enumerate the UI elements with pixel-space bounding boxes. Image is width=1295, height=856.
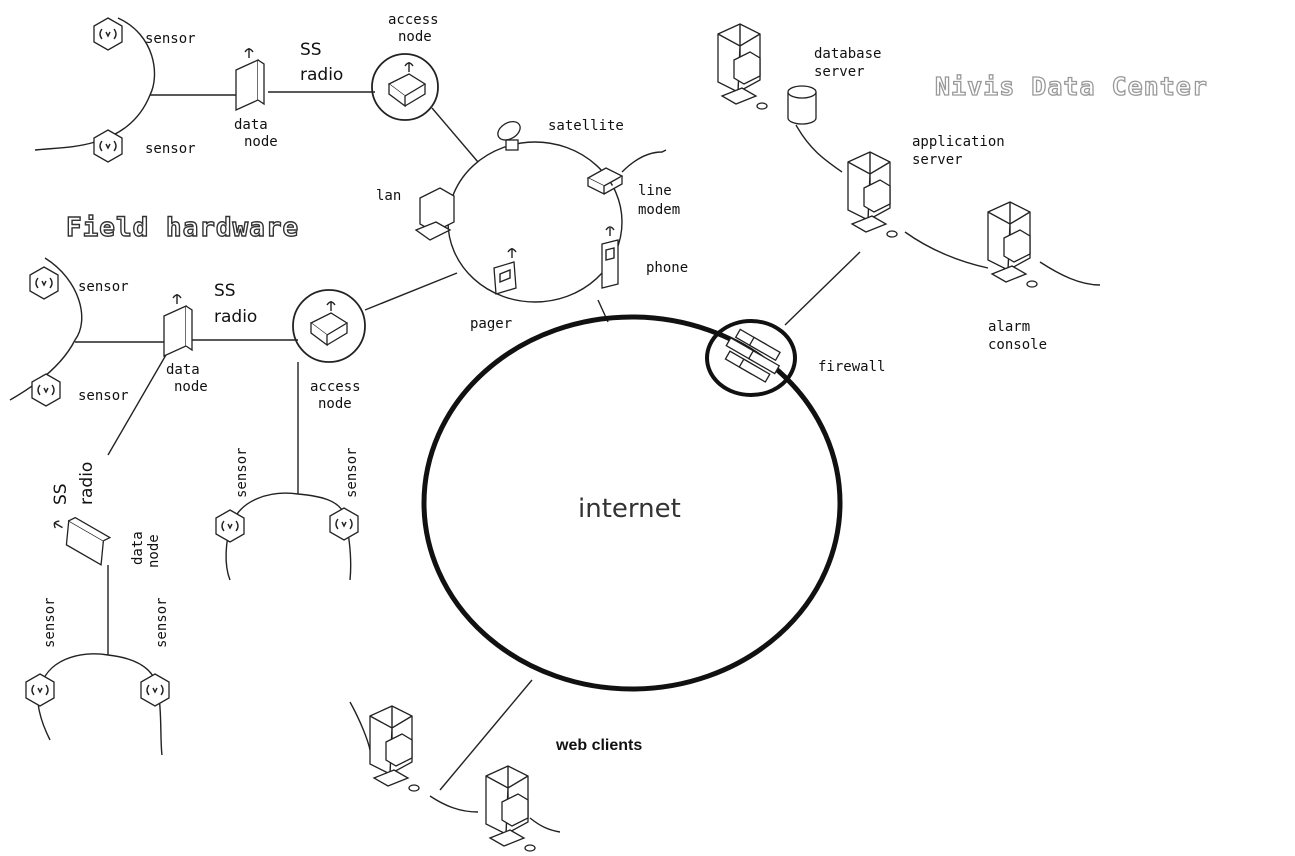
- line-modem-icon: [586, 149, 667, 196]
- web-client-pc-icon: [369, 705, 420, 792]
- modem-label: modem: [638, 202, 680, 218]
- node-label: node: [318, 396, 352, 412]
- radio-label: radio: [300, 65, 343, 85]
- wireless-ring: satellite line modem lan phone pager: [376, 118, 688, 332]
- data-label: data: [130, 531, 146, 565]
- field-cluster-top: sensor sensor SS radio data node access …: [34, 12, 439, 163]
- data-node-icon: [235, 47, 265, 111]
- satellite-label: satellite: [548, 118, 624, 134]
- firewall-icon: [724, 328, 781, 383]
- server-label: server: [814, 64, 865, 80]
- sensor-label: sensor: [42, 597, 58, 648]
- node-label: node: [398, 29, 432, 45]
- radio-label: radio: [214, 307, 257, 327]
- ss-label: SS: [214, 281, 236, 301]
- access-node-icon: [310, 300, 348, 346]
- pager-icon: [493, 248, 517, 295]
- lan-icon: [414, 187, 455, 241]
- ss-label: SS: [51, 483, 71, 505]
- node-label: node: [146, 534, 162, 568]
- sensor-label: sensor: [78, 279, 129, 295]
- sensor-icon: [215, 509, 245, 543]
- data-node-icon: [163, 293, 193, 357]
- data-node-icon: [46, 508, 116, 566]
- firewall-label: firewall: [818, 359, 885, 375]
- application-server-icon: [847, 151, 898, 238]
- sensor-icon: [31, 373, 61, 407]
- access-label: access: [388, 12, 439, 28]
- field-hardware-heading: Field hardware: [66, 213, 299, 243]
- sensor-label: sensor: [234, 447, 250, 498]
- phone-label: phone: [646, 260, 688, 276]
- field-cluster-middle: sensor sensor SS radio data node access …: [9, 257, 458, 581]
- radio-label: radio: [77, 462, 97, 505]
- sensor-icon: [140, 673, 170, 707]
- database-server-icon: [717, 23, 768, 110]
- lan-label: lan: [376, 188, 401, 204]
- sensor-label: sensor: [78, 388, 129, 404]
- internet-label: internet: [578, 494, 681, 524]
- internet-cloud: internet: [421, 299, 843, 791]
- sensor-label: sensor: [145, 31, 196, 47]
- pager-label: pager: [470, 316, 512, 332]
- sensor-icon: [25, 673, 55, 707]
- server-label: server: [912, 152, 963, 168]
- data-center-heading: Nivis Data Center: [935, 72, 1208, 101]
- alarm-console-icon: [987, 201, 1038, 288]
- firewall: firewall: [705, 251, 885, 397]
- web-client-pc-icon: [485, 765, 536, 852]
- node-label: node: [244, 134, 278, 150]
- database-cylinder-icon: [787, 85, 817, 125]
- data-label: data: [234, 117, 268, 133]
- field-cluster-bottom: SS radio data node sensor sensor: [25, 462, 170, 756]
- sensor-icon: [93, 17, 123, 51]
- phone-icon: [601, 226, 619, 289]
- node-label: node: [174, 379, 208, 395]
- database-label: database: [814, 46, 881, 62]
- sensor-label: sensor: [145, 141, 196, 157]
- web-clients: web clients: [349, 701, 642, 852]
- sensor-label: sensor: [154, 597, 170, 648]
- data-center: Nivis Data Center database server applic…: [717, 23, 1208, 353]
- line-label: line: [638, 183, 672, 199]
- application-label: application: [912, 134, 1005, 150]
- sensor-label: sensor: [344, 447, 360, 498]
- ss-label: SS: [300, 40, 322, 60]
- satellite-icon: [497, 120, 521, 151]
- alarm-label: alarm: [988, 319, 1030, 335]
- access-node-icon: [388, 61, 426, 107]
- sensor-icon: [29, 266, 59, 300]
- web-clients-label: web clients: [555, 737, 642, 754]
- console-label: console: [988, 337, 1047, 353]
- access-label: access: [310, 379, 361, 395]
- sensor-icon: [93, 129, 123, 163]
- data-label: data: [166, 362, 200, 378]
- sensor-icon: [329, 507, 359, 541]
